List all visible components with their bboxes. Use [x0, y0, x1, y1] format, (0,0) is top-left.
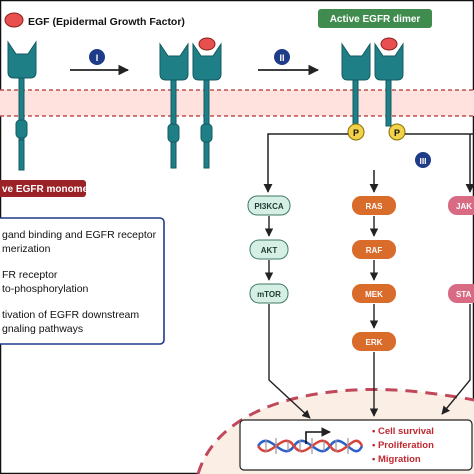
- node-mek: [352, 284, 396, 303]
- node-raf: [352, 240, 396, 259]
- node-ras-label: RAS: [366, 202, 384, 211]
- inactive-monomer-banner: [0, 180, 86, 197]
- phospho-label-left: P: [353, 128, 359, 138]
- node-akt: [249, 239, 289, 260]
- node-ras: [352, 196, 396, 215]
- node-jak: [448, 196, 474, 215]
- node-erk-label: ERK: [366, 338, 383, 347]
- key-item-1-line-1: gand binding and EGFR receptor: [2, 229, 157, 241]
- inactive-monomer-banner-label: ve EGFR monomer: [2, 184, 92, 195]
- node-stat-label: STA: [456, 290, 472, 299]
- key-item-1-line-2: merization: [2, 243, 51, 255]
- phospho-label-right: P: [394, 128, 400, 138]
- active-dimer-banner-label: Active EGFR dimer: [330, 14, 421, 25]
- egfr-ligand-bound-dimer: [159, 42, 222, 169]
- egfr-active-dimer: [341, 42, 404, 127]
- nuclear-envelope: [196, 387, 474, 474]
- key-item-3-line-1: tivation of EGFR downstream: [2, 309, 139, 321]
- cell-membrane: [0, 90, 474, 116]
- key-item-2-line-1: FR receptor: [2, 269, 58, 281]
- phospho-site-left: [347, 123, 365, 141]
- key-item-3-line-2: gnaling pathways: [2, 323, 83, 335]
- node-mtor: [249, 283, 289, 304]
- step-3-label: III: [419, 156, 426, 166]
- step-1-label: I: [96, 53, 99, 63]
- outcome-cell-survival: • Cell survival: [372, 426, 434, 437]
- node-akt-label: AKT: [261, 246, 278, 255]
- arrow-mtor-to-nucleus: [268, 304, 311, 419]
- egf-bound-ligand: [198, 37, 216, 51]
- phospho-site-right: [388, 123, 406, 141]
- key-item-2-line-2: to-phosphorylation: [2, 283, 89, 295]
- outcome-proliferation: • Proliferation: [372, 440, 434, 451]
- egf-legend-label: EGF (Epidermal Growth Factor): [28, 16, 185, 28]
- outcome-box: [239, 419, 473, 471]
- node-mtor-label: mTOR: [257, 290, 281, 299]
- active-dimer-banner: [318, 9, 432, 28]
- egf-legend-icon: [4, 12, 24, 28]
- node-mek-label: MEK: [365, 290, 383, 299]
- step-2-label: II: [279, 53, 284, 63]
- egfr-monomer: [7, 40, 37, 171]
- node-erk: [352, 332, 396, 351]
- dna-helix-icon: [256, 427, 364, 454]
- node-raf-label: RAF: [366, 246, 383, 255]
- node-jak-label: JAK: [456, 202, 472, 211]
- node-pi3kca-label: PI3KCA: [254, 202, 284, 211]
- branch-to-pi3k: [263, 133, 348, 193]
- outcome-migration: • Migration: [372, 454, 421, 465]
- egf-active-ligand: [380, 37, 398, 51]
- step-2-badge: [274, 49, 290, 65]
- step-1-badge: [89, 49, 105, 65]
- node-pi3kca: [247, 195, 291, 216]
- node-stat: [448, 284, 474, 303]
- key-box: [0, 217, 165, 345]
- step-3-badge: [415, 152, 431, 168]
- arrow-stat-to-nucleus: [441, 304, 471, 415]
